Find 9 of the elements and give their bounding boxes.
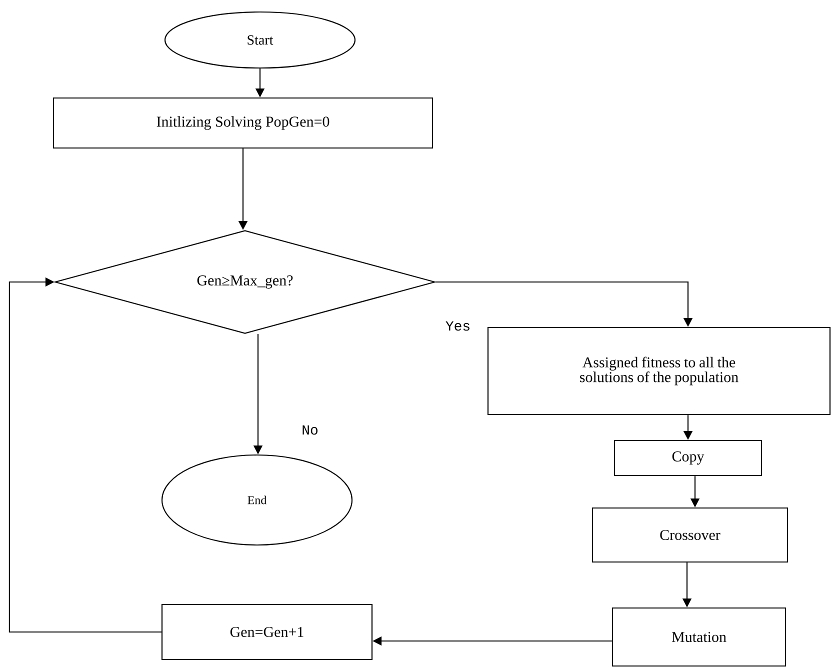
process-box: Crossover	[592, 507, 788, 563]
arrow	[8, 277, 162, 633]
edge-label: Yes	[444, 320, 472, 332]
process-box: Copy	[614, 440, 762, 476]
edge-label: No	[300, 424, 320, 436]
process-box: Gen=Gen+1	[161, 604, 373, 660]
process-box: Mutation	[612, 607, 786, 667]
process-box: Assigned fitness to all the solutions of the population	[487, 326, 831, 416]
process-box: Initlizing Solving PopGen=0	[52, 97, 434, 149]
